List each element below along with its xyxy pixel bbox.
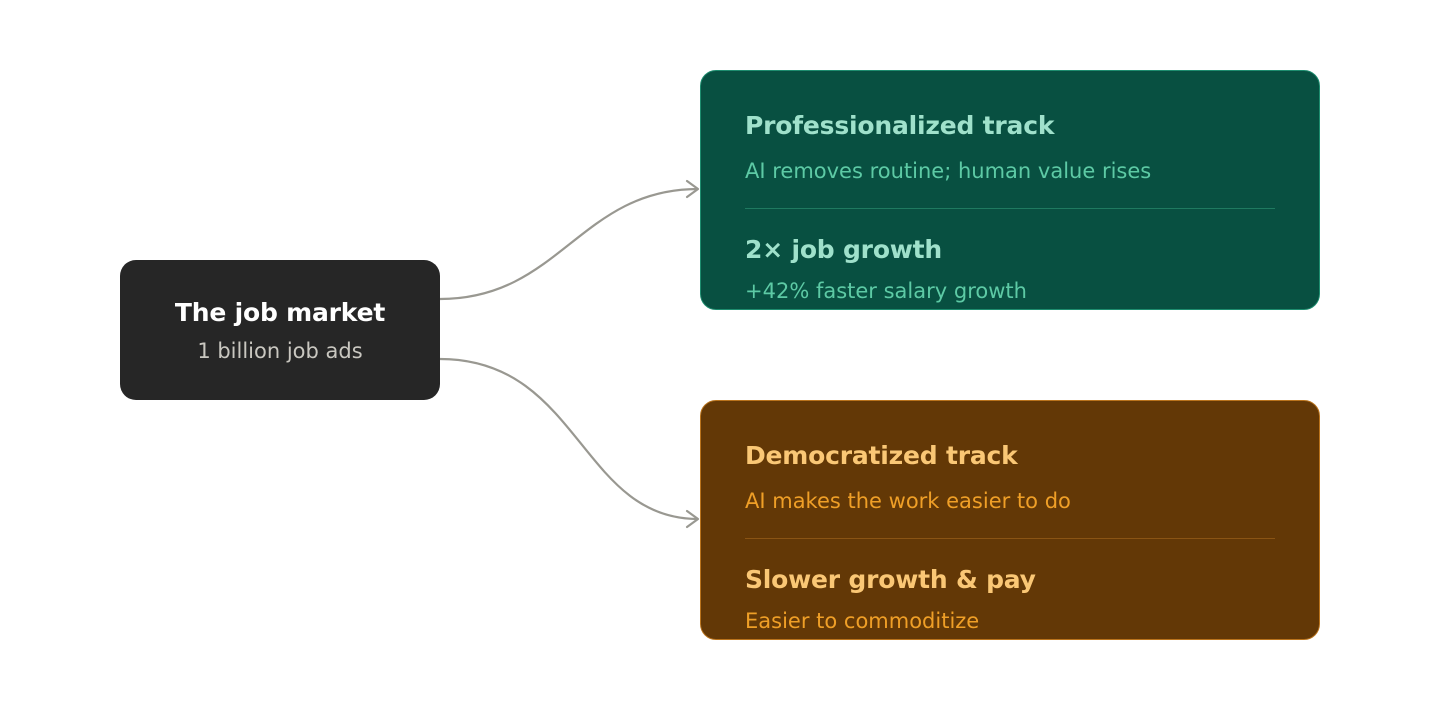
connector-professionalized [439,187,699,301]
track-democratized: Democratized track AI makes the work eas… [700,400,1320,640]
track-note: +42% faster salary growth [745,279,1027,303]
root-title: The job market [174,297,386,327]
track-title: Democratized track [745,441,1018,470]
connector-democratized [439,357,699,521]
root-subtitle: 1 billion job ads [197,338,363,363]
track-divider [745,208,1275,209]
track-description: AI removes routine; human value rises [745,159,1152,183]
track-professionalized: Professionalized track AI removes routin… [700,70,1320,310]
track-description: AI makes the work easier to do [745,489,1071,513]
track-stat: Slower growth & pay [745,565,1036,594]
root-node-job-market: The job market 1 billion job ads [120,260,440,400]
arrowhead-professionalized [685,179,700,199]
track-title: Professionalized track [745,111,1055,140]
track-note: Easier to commoditize [745,609,980,633]
track-divider [745,538,1275,539]
arrowhead-democratized [685,509,700,529]
track-stat: 2× job growth [745,235,943,264]
